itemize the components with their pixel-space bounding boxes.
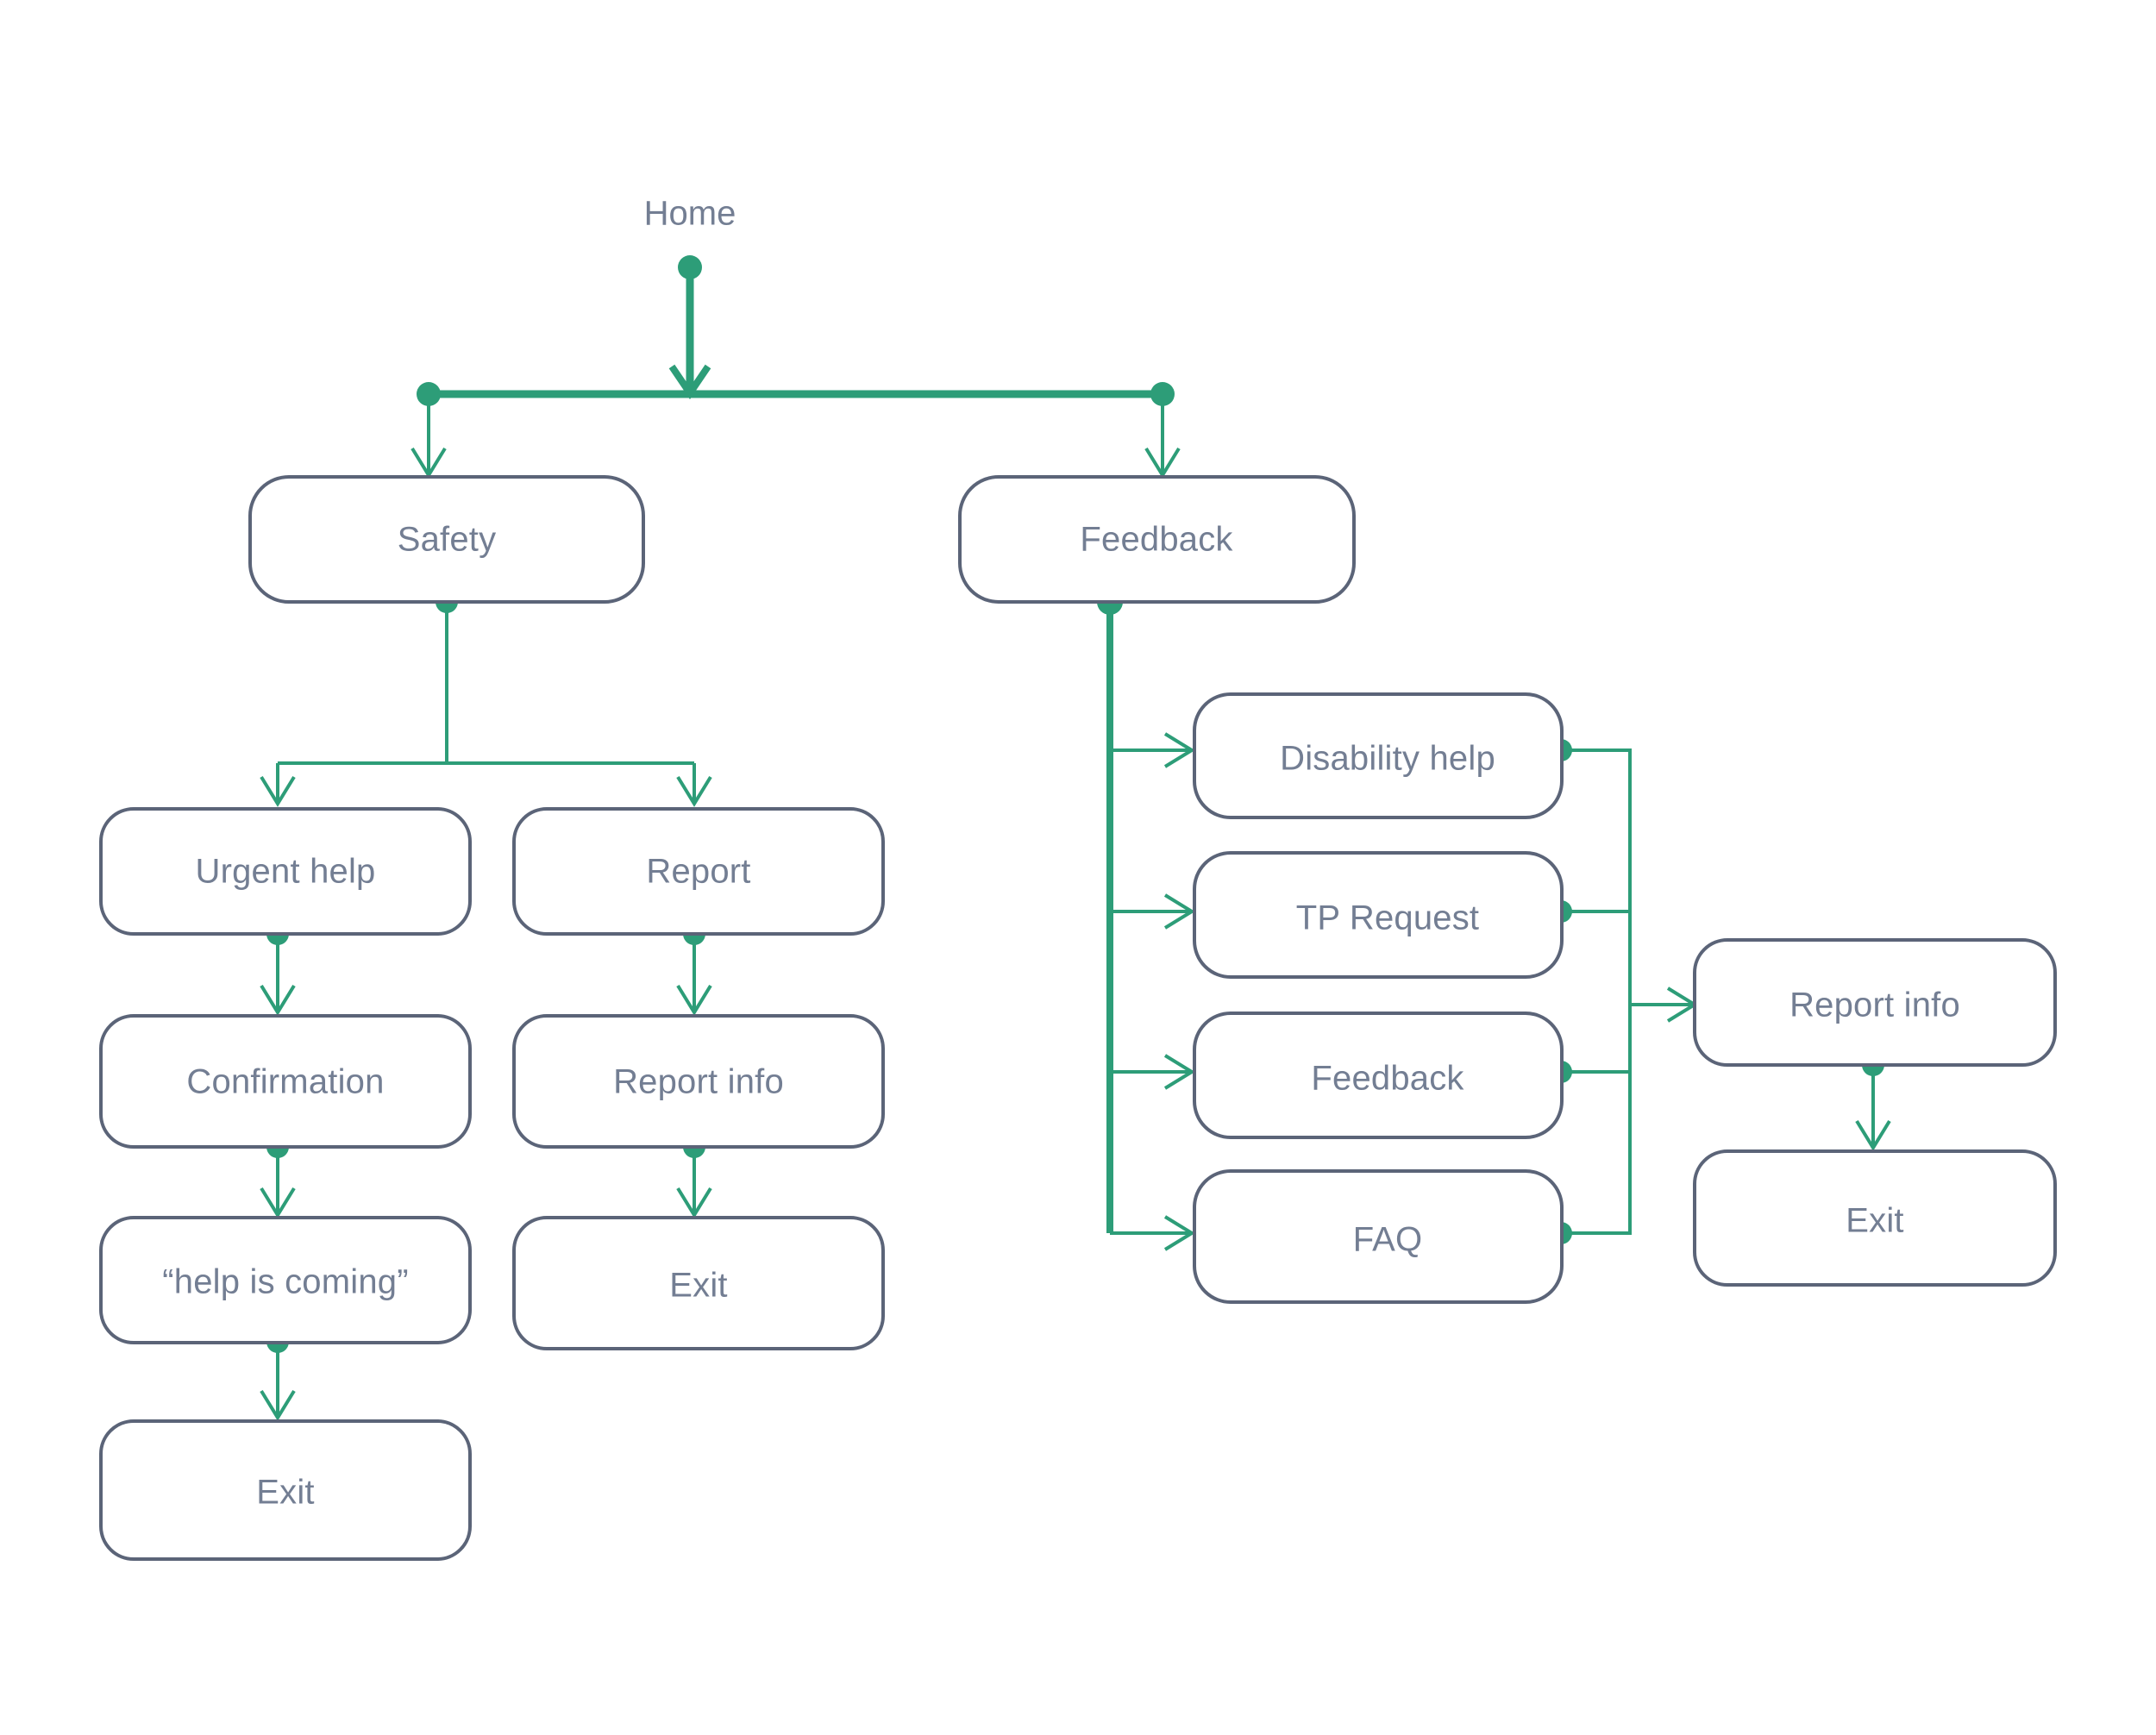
node-feedback-top-label: Feedback — [1080, 521, 1233, 559]
node-exit-left-box[interactable] — [99, 1419, 472, 1561]
node-confirmation[interactable]: Confirmation — [99, 1014, 472, 1149]
node-report-info-mid[interactable]: Report info — [512, 1014, 885, 1149]
edge-safety-split — [260, 591, 712, 807]
arrow-head-confirmation — [260, 984, 296, 1016]
node-safety-label: Safety — [398, 521, 497, 559]
node-disability-help[interactable]: Disability help — [1193, 692, 1564, 819]
arrow-head-exit-mid — [676, 1187, 712, 1218]
arrow-head-faq — [1163, 1215, 1195, 1251]
node-urgent-help-label: Urgent help — [196, 853, 376, 891]
node-exit-left[interactable]: Exit — [99, 1419, 472, 1561]
node-exit-right-label: Exit — [1846, 1202, 1903, 1240]
node-tp-request-label: TP Request — [1296, 899, 1480, 937]
arrow-head-tp-request — [1163, 893, 1195, 930]
node-feedback-top[interactable]: Feedback — [958, 475, 1356, 604]
node-exit-left-label: Exit — [256, 1474, 314, 1512]
node-feedback-sub-label: Feedback — [1311, 1060, 1464, 1098]
arrow-head-help-coming — [260, 1187, 296, 1218]
arrow-head-disability-help — [1163, 732, 1195, 768]
edge-line-merge-disability — [1561, 748, 1632, 1005]
node-exit-right[interactable]: Exit — [1693, 1149, 2057, 1287]
node-tp-request[interactable]: TP Request — [1193, 851, 1564, 979]
node-report-label: Report — [646, 853, 750, 891]
arrow-head-exit-right — [1855, 1119, 1891, 1151]
edge-line-merge-faq — [1561, 1005, 1632, 1235]
edge-top-bus — [411, 382, 1181, 479]
node-faq-label: FAQ — [1353, 1221, 1423, 1259]
node-help-is-coming[interactable]: “help is coming” — [99, 1216, 472, 1344]
node-help-is-coming-box[interactable] — [99, 1216, 472, 1344]
node-safety[interactable]: Safety — [248, 475, 645, 604]
node-exit-mid[interactable]: Exit — [512, 1216, 885, 1350]
root-label-home: Home — [644, 195, 736, 233]
node-report-box[interactable] — [512, 807, 885, 936]
node-faq[interactable]: FAQ — [1193, 1169, 1564, 1304]
node-exit-mid-box[interactable] — [512, 1216, 885, 1350]
node-urgent-help[interactable]: Urgent help — [99, 807, 472, 936]
node-report-info-right[interactable]: Report info — [1693, 938, 2057, 1067]
node-feedback-sub[interactable]: Feedback — [1193, 1012, 1564, 1139]
node-confirmation-label: Confirmation — [186, 1063, 384, 1101]
edge-line-safety-split — [276, 602, 696, 802]
node-disability-help-box[interactable] — [1193, 692, 1564, 819]
node-feedback-sub-box[interactable] — [1193, 1012, 1564, 1139]
node-faq-box[interactable] — [1193, 1169, 1564, 1304]
node-report-info-mid-label: Report info — [613, 1063, 784, 1101]
arrow-head-report — [676, 775, 712, 807]
node-exit-mid-label: Exit — [669, 1267, 727, 1305]
edge-urgent-to-confirmation — [260, 923, 296, 1016]
arrow-head-urgent-help — [260, 775, 296, 807]
edge-feedback-distribution — [1097, 589, 1195, 1251]
edge-report-to-report-info — [676, 923, 712, 1016]
arrow-head-report-info-mid — [676, 984, 712, 1016]
node-report-info-mid-box[interactable] — [512, 1014, 885, 1149]
node-feedback-top-box[interactable] — [958, 475, 1356, 604]
node-report-info-right-label: Report info — [1789, 987, 1960, 1024]
node-safety-box[interactable] — [248, 475, 645, 604]
edge-home-to-bus — [668, 255, 711, 400]
node-report[interactable]: Report — [512, 807, 885, 936]
node-confirmation-box[interactable] — [99, 1014, 472, 1149]
arrow-head-feedback-sub — [1163, 1054, 1195, 1090]
node-disability-help-label: Disability help — [1280, 740, 1495, 778]
node-urgent-help-box[interactable] — [99, 807, 472, 936]
node-report-info-right-box[interactable] — [1693, 938, 2057, 1067]
arrow-head-exit-left — [260, 1389, 296, 1421]
node-exit-right-box[interactable] — [1693, 1149, 2057, 1287]
edge-report-info-right-to-exit — [1855, 1054, 1891, 1151]
node-tp-request-box[interactable] — [1193, 851, 1564, 979]
node-help-is-coming-label: “help is coming” — [162, 1263, 409, 1301]
edge-feedback-merge — [1550, 739, 1698, 1244]
